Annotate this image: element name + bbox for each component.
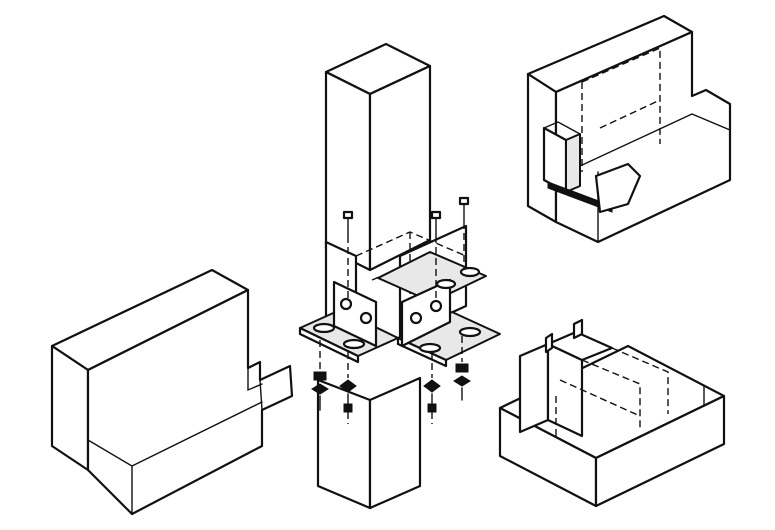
nuts: [319, 387, 463, 424]
right-bottom-beam-block: [498, 318, 726, 508]
bolt-left: [342, 210, 354, 300]
bolt-middle: [430, 210, 442, 300]
washers: [311, 336, 471, 395]
steel-corner-brackets: [298, 224, 501, 368]
bolt-right: [458, 196, 470, 270]
right-top-beam-block: [526, 14, 732, 244]
left-beam-block: [50, 268, 294, 516]
bolts: [342, 196, 470, 300]
